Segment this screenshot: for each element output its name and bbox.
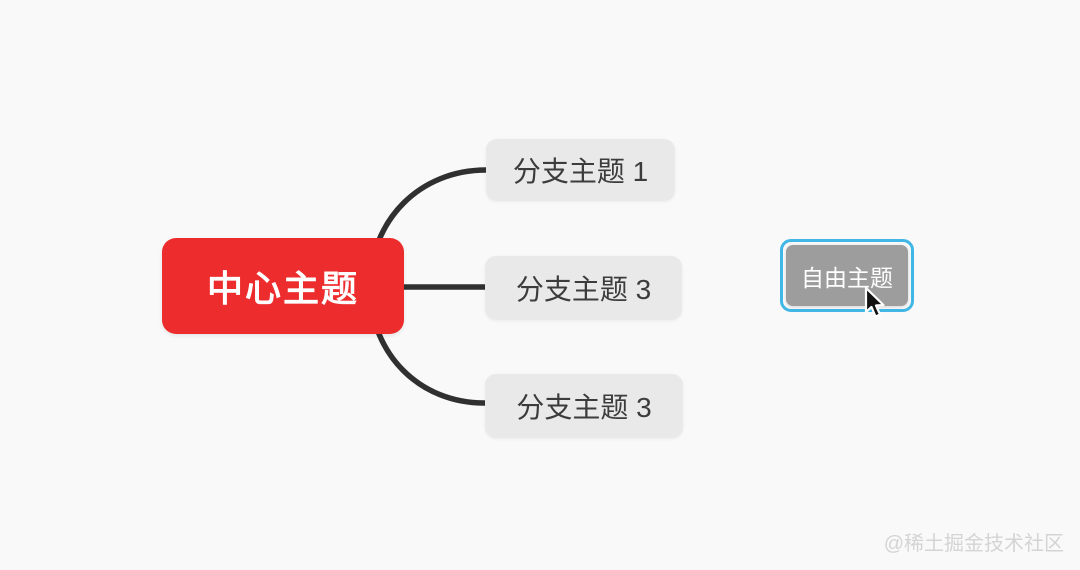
free-topic-label: 自由主题 (801, 264, 893, 291)
branch-topic-label: 分支主题 3 (515, 274, 652, 305)
free-topic-node[interactable]: 自由主题 (786, 245, 908, 306)
branch-topic-node-1[interactable]: 分支主题 1 (486, 139, 675, 201)
branch-topic-label: 分支主题 1 (512, 156, 649, 187)
central-topic-node[interactable]: 中心主题 (162, 238, 404, 334)
branch-topic-node-2[interactable]: 分支主题 3 (485, 256, 682, 320)
branch-topic-node-3[interactable]: 分支主题 3 (485, 374, 683, 438)
watermark: @稀土掘金技术社区 (883, 533, 1064, 555)
branch-topic-label: 分支主题 3 (516, 392, 652, 423)
free-topic-selection-ring: 自由主题 (780, 239, 914, 312)
central-topic-label: 中心主题 (206, 268, 359, 309)
